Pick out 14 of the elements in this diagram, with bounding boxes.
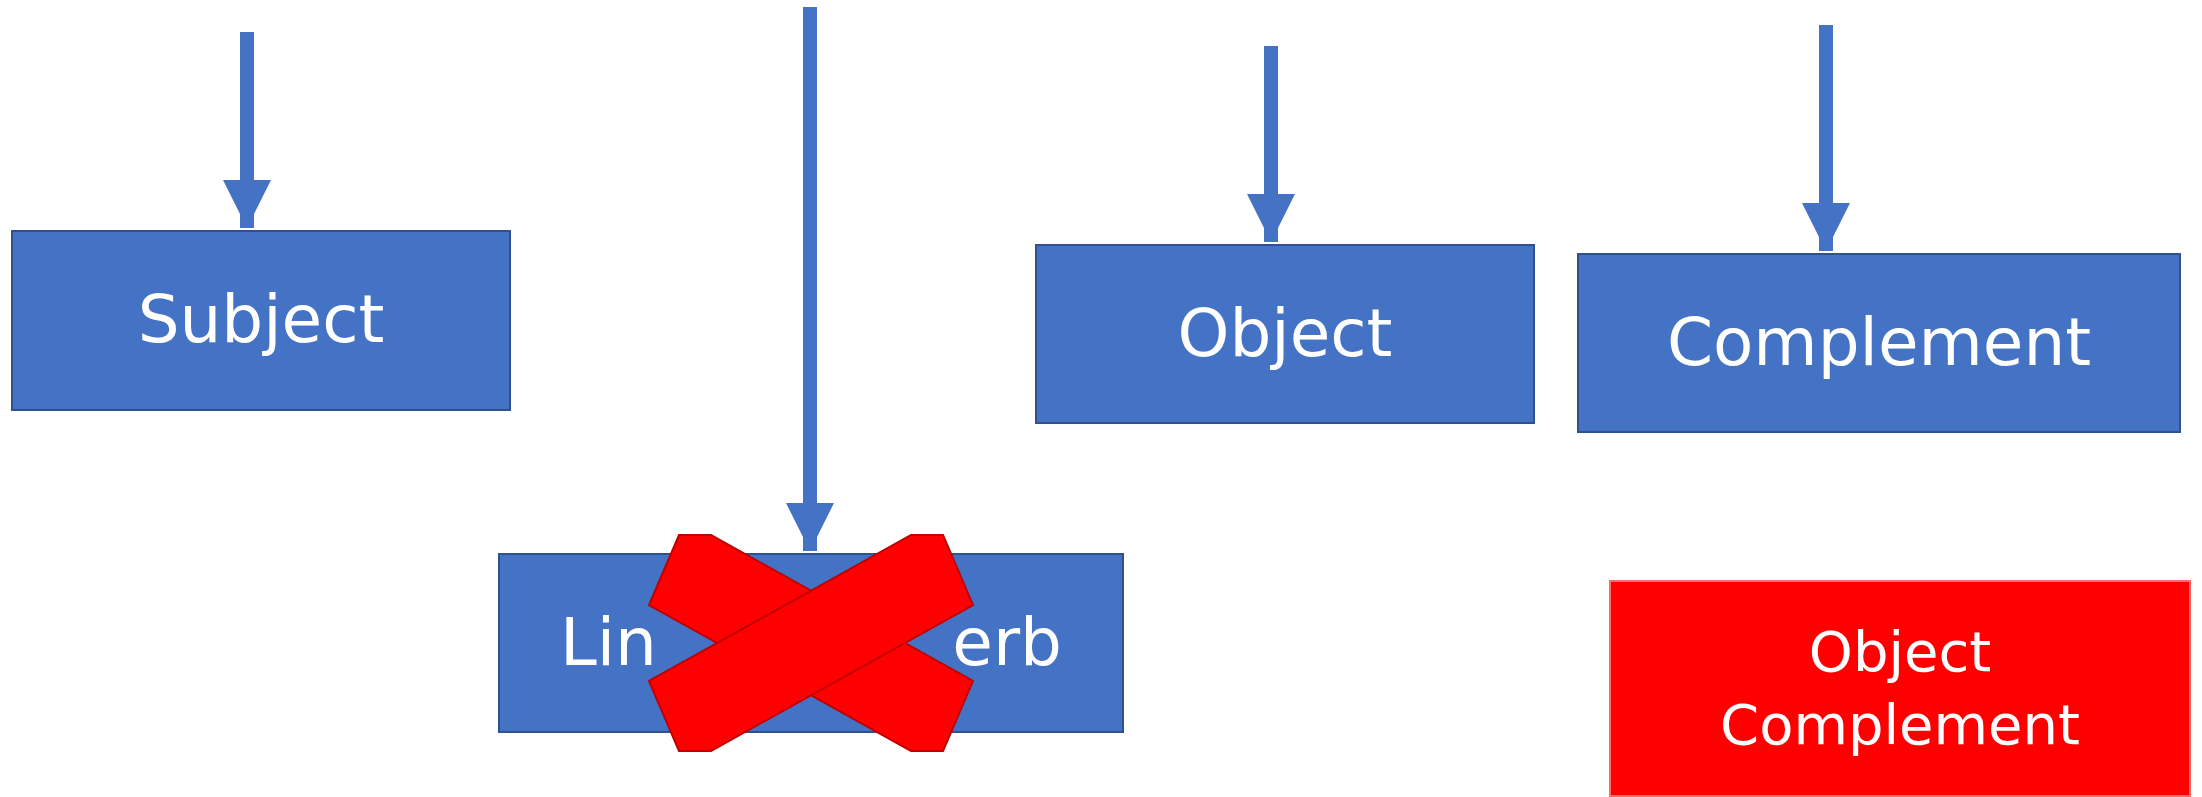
box-label: Lin [560,602,657,683]
arrow [1247,46,1295,242]
box-label: erb [952,602,1062,683]
box-label: Subject [137,280,385,361]
arrow [223,32,271,228]
label-box [11,230,511,411]
arrow [786,7,834,551]
label-box [1609,580,2191,797]
label-box [1577,253,2181,433]
arrow [1802,25,1850,251]
box-label: Object Complement [1719,617,2081,759]
label-box [1035,244,1535,424]
box-label: Complement [1666,302,2092,383]
box-label: Object [1177,293,1393,374]
